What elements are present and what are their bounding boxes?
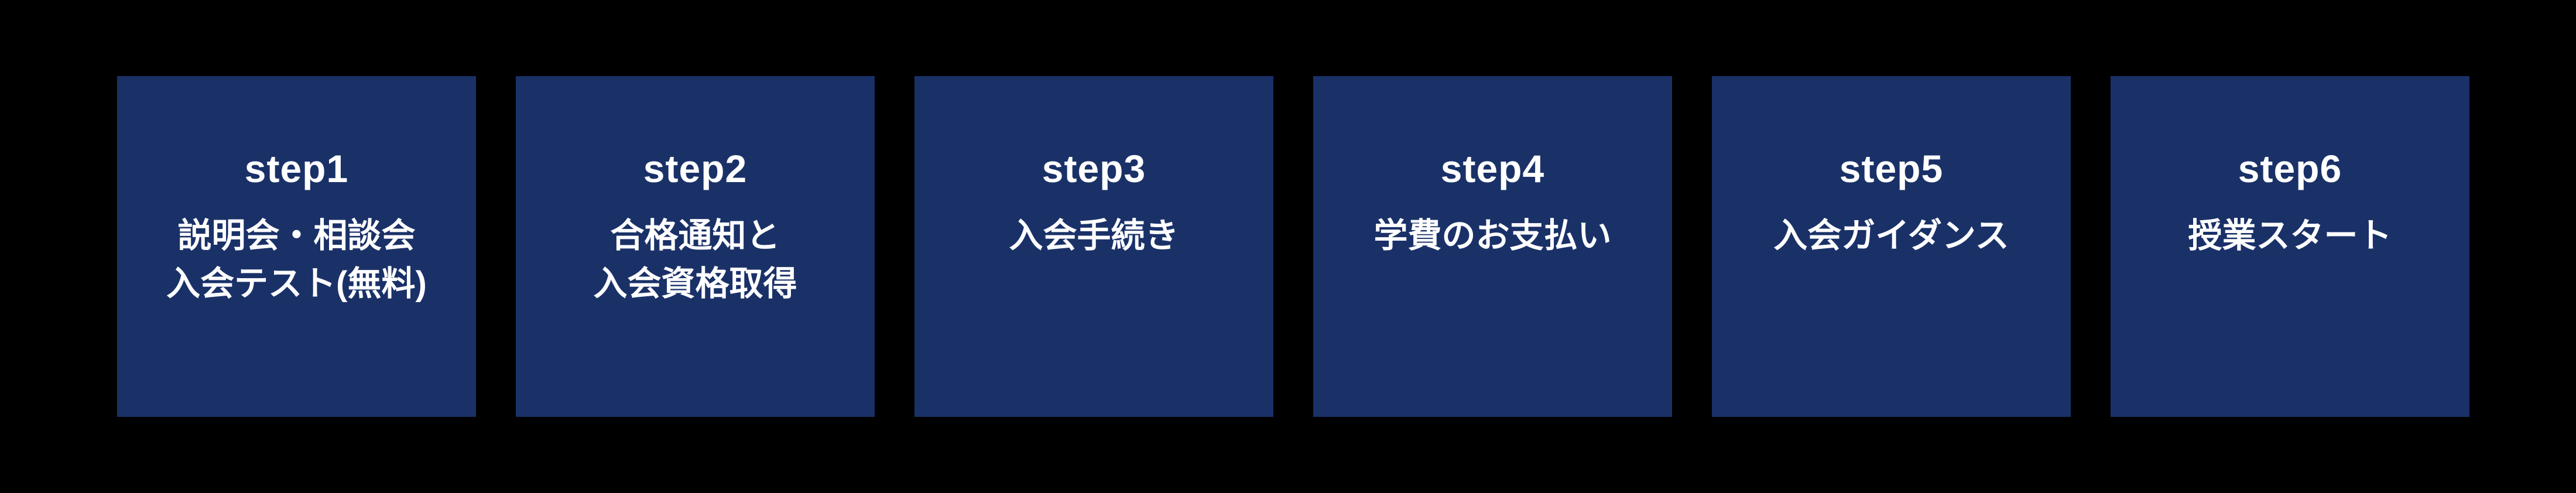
step-number: step4 xyxy=(1440,147,1545,190)
step-title: 学費のお支払い xyxy=(1373,212,1611,260)
step-title-line1: 説明会・相談会 xyxy=(177,217,416,255)
step-card-2: step2 合格通知と 入会資格取得 xyxy=(516,76,875,417)
step-number: step6 xyxy=(2238,147,2342,190)
step-title-line1: 入会ガイダンス xyxy=(1773,217,2009,255)
step-card-3: step3 入会手続き xyxy=(914,76,1273,417)
step-card-1: step1 説明会・相談会 入会テスト(無料) xyxy=(117,76,476,417)
step-card-6: step6 授業スタート xyxy=(2111,76,2469,417)
step-number: step5 xyxy=(1839,147,1944,190)
step-title: 入会手続き xyxy=(1009,212,1179,260)
step-title-line1: 合格通知と xyxy=(610,217,780,255)
step-title-line2: 入会資格取得 xyxy=(593,265,797,303)
step-number: step2 xyxy=(643,147,748,190)
step-card-5: step5 入会ガイダンス xyxy=(1712,76,2071,417)
step-title: 合格通知と 入会資格取得 xyxy=(593,212,797,308)
step-title-line2: 入会テスト(無料) xyxy=(166,265,427,303)
step-title: 授業スタート xyxy=(2188,212,2392,260)
steps-flow: step1 説明会・相談会 入会テスト(無料) step2 合格通知と 入会資格… xyxy=(117,76,2469,417)
step-title: 入会ガイダンス xyxy=(1773,212,2009,260)
step-title-line1: 授業スタート xyxy=(2188,217,2392,255)
step-card-4: step4 学費のお支払い xyxy=(1313,76,1672,417)
step-title: 説明会・相談会 入会テスト(無料) xyxy=(166,212,427,308)
step-number: step1 xyxy=(244,147,349,190)
step-number: step3 xyxy=(1042,147,1146,190)
step-title-line1: 入会手続き xyxy=(1009,217,1179,255)
step-title-line1: 学費のお支払い xyxy=(1373,217,1612,255)
